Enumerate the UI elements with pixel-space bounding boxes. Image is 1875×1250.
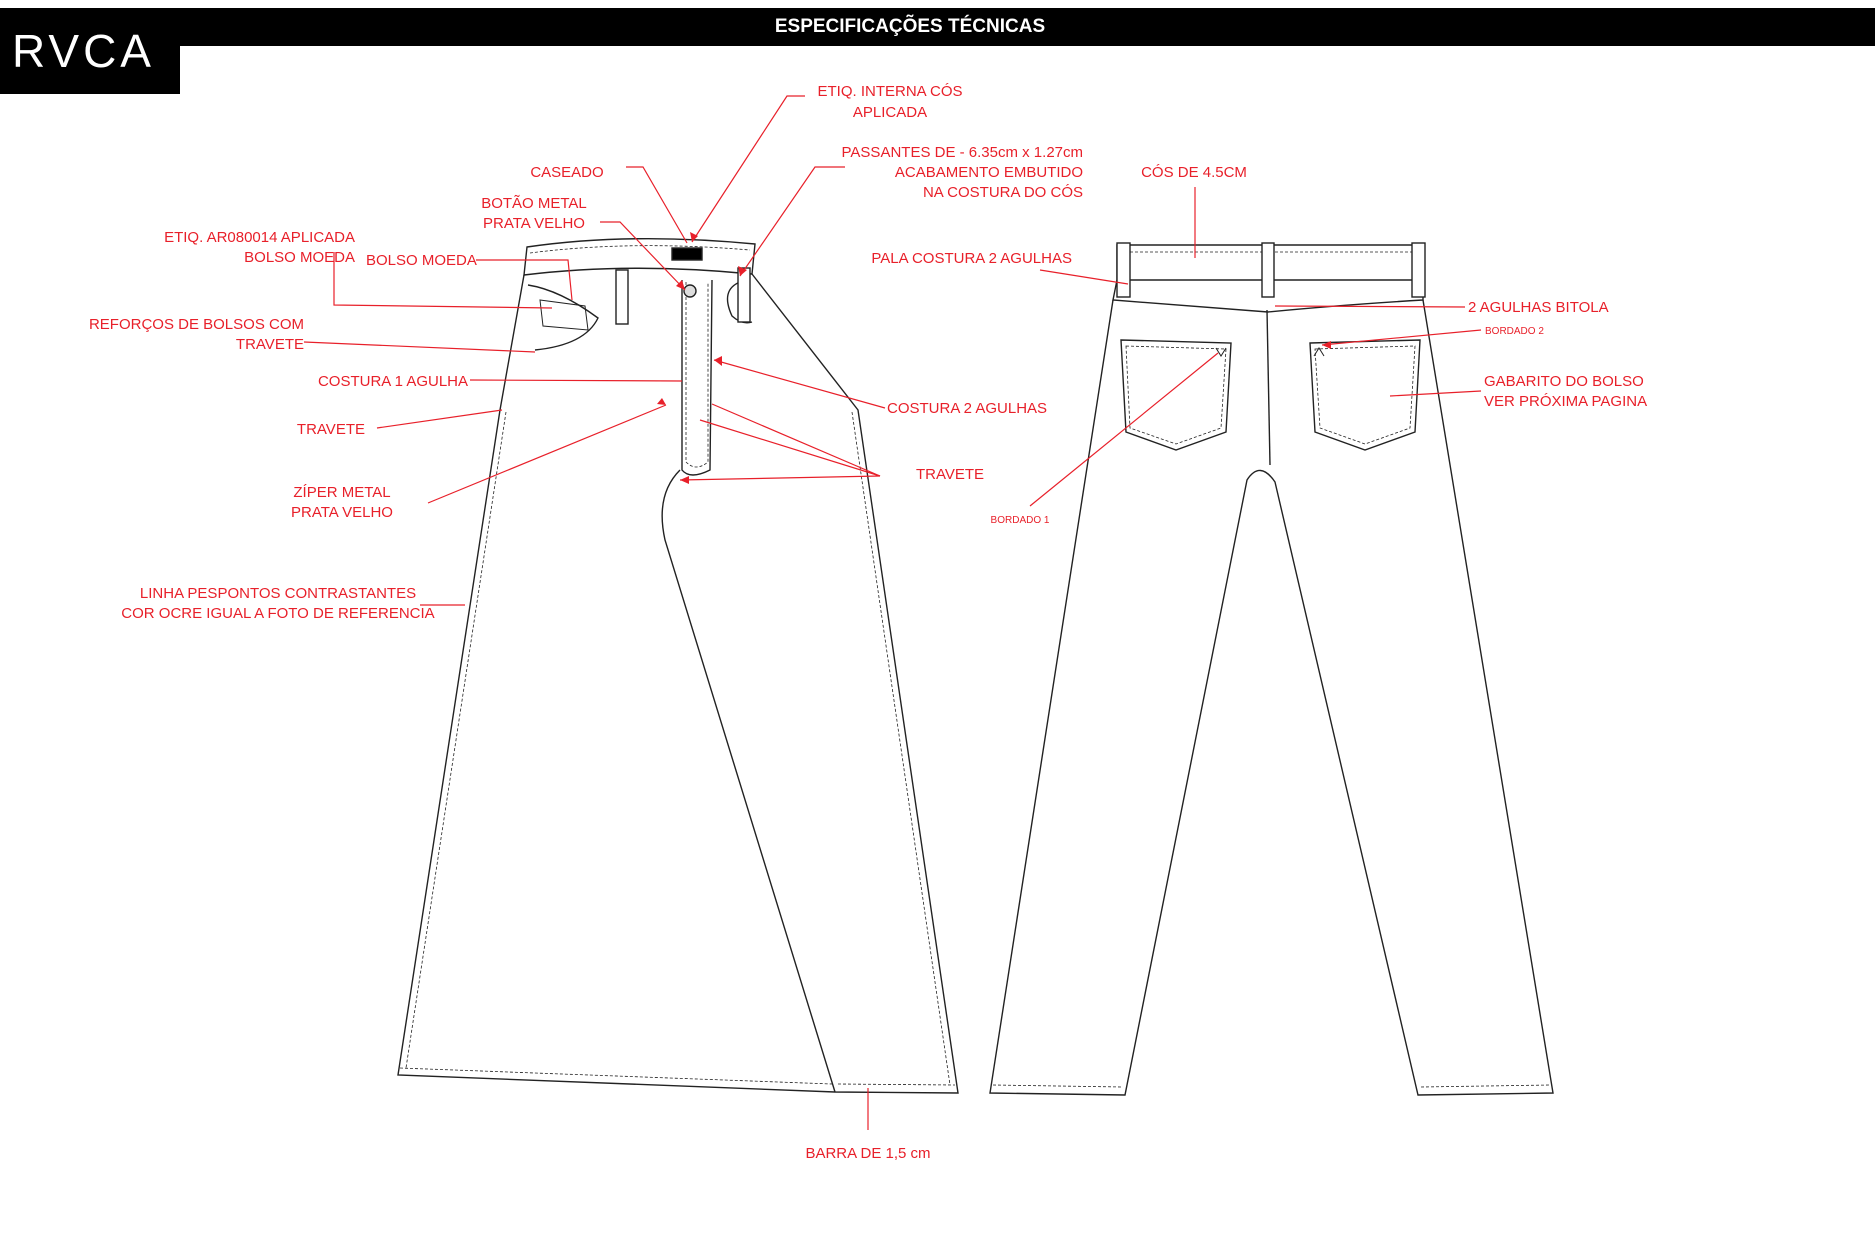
label-bordado-1: BORDADO 1 <box>991 515 1050 526</box>
back-belt-loop-1 <box>1116 242 1131 298</box>
label-ziper-2: PRATA VELHO <box>291 504 393 521</box>
belt-loop-2 <box>737 267 751 323</box>
label-passantes-3: NA COSTURA DO CÓS <box>923 184 1083 201</box>
label-etiq-bolso-2: BOLSO MOEDA <box>244 249 355 266</box>
front-waistband-stitch <box>529 245 751 254</box>
back-belt-loop-3 <box>1411 242 1426 298</box>
label-reforcos-2: TRAVETE <box>236 336 304 353</box>
brand-logo: RVCA <box>0 8 180 94</box>
embroidery-1-mark <box>1215 347 1227 357</box>
back-body-outline <box>989 299 1554 1096</box>
label-etiq-interna-2: APLICADA <box>853 104 927 121</box>
leader-lines <box>303 95 1482 1130</box>
label-caseado: CASEADO <box>530 164 603 181</box>
label-botao-2: PRATA VELHO <box>483 215 585 232</box>
label-agulhas-bitola: 2 AGULHAS BITOLA <box>1468 299 1609 316</box>
coin-pocket <box>539 299 589 331</box>
back-pocket-left-stitch <box>1125 345 1227 445</box>
front-waist-label <box>671 247 703 261</box>
back-view <box>989 242 1554 1096</box>
label-costura-2-agulhas: COSTURA 2 AGULHAS <box>887 400 1047 417</box>
label-reforcos-1: REFORÇOS DE BOLSOS COM <box>89 316 304 333</box>
label-botao-1: BOTÃO METAL <box>481 195 587 212</box>
back-yoke <box>1112 279 1424 313</box>
label-linha-1: LINHA PESPONTOS CONTRASTANTES <box>140 585 416 602</box>
annotations: ETIQ. INTERNA CÓS APLICADA CASEADO PASSA… <box>89 83 1647 1162</box>
label-cos: CÓS DE 4.5CM <box>1141 164 1247 181</box>
label-etiq-interna-1: ETIQ. INTERNA CÓS <box>817 83 962 100</box>
front-fly <box>681 279 713 476</box>
front-view <box>397 237 959 1094</box>
front-inseam <box>661 469 836 1093</box>
label-bolso-moeda: BOLSO MOEDA <box>366 252 477 269</box>
label-bordado-2: BORDADO 2 <box>1485 326 1544 337</box>
back-pocket-right-stitch <box>1314 345 1416 445</box>
front-outseam-stitch <box>851 411 951 1086</box>
back-hem-stitch-right <box>1420 1084 1551 1088</box>
front-fly-stitch <box>685 282 709 468</box>
label-ziper-1: ZÍPER METAL <box>293 484 390 501</box>
front-button <box>683 284 697 298</box>
back-belt-loop-2 <box>1261 242 1275 298</box>
label-travete-left: TRAVETE <box>297 421 365 438</box>
front-waistband <box>523 237 756 276</box>
front-hem-stitch-right <box>837 1083 956 1086</box>
belt-loop-1 <box>615 269 629 325</box>
label-costura-1-agulha: COSTURA 1 AGULHA <box>318 373 468 390</box>
label-barra: BARRA DE 1,5 cm <box>805 1145 930 1162</box>
embroidery-2-mark <box>1313 347 1325 357</box>
label-pala: PALA COSTURA 2 AGULHAS <box>871 250 1072 267</box>
label-passantes-2: ACABAMENTO EMBUTIDO <box>895 164 1083 181</box>
back-center-seam <box>1266 309 1271 466</box>
back-pocket-right <box>1309 339 1421 451</box>
page-title: ESPECIFICAÇÕES TÉCNICAS <box>774 16 1046 37</box>
front-body-outline <box>397 273 959 1094</box>
label-linha-2: COR OCRE IGUAL A FOTO DE REFERENCIA <box>121 605 434 622</box>
front-hem-stitch <box>399 1067 833 1085</box>
brand-logo-text: RVCA <box>12 25 155 77</box>
back-hem-stitch-left <box>992 1084 1123 1088</box>
label-travete-center: TRAVETE <box>916 466 984 483</box>
label-gabarito-1: GABARITO DO BOLSO <box>1484 373 1644 390</box>
front-side-seam-stitch <box>405 411 507 1069</box>
label-etiq-bolso-1: ETIQ. AR080014 APLICADA <box>164 229 355 246</box>
label-passantes-1: PASSANTES DE - 6.35cm x 1.27cm <box>842 144 1083 161</box>
back-pocket-left <box>1120 339 1232 451</box>
leader-arrowheads <box>657 232 1331 484</box>
front-pocket-left <box>527 284 599 351</box>
header-bar: ESPECIFICAÇÕES TÉCNICAS <box>180 8 1875 46</box>
label-gabarito-2: VER PRÓXIMA PAGINA <box>1484 393 1647 410</box>
